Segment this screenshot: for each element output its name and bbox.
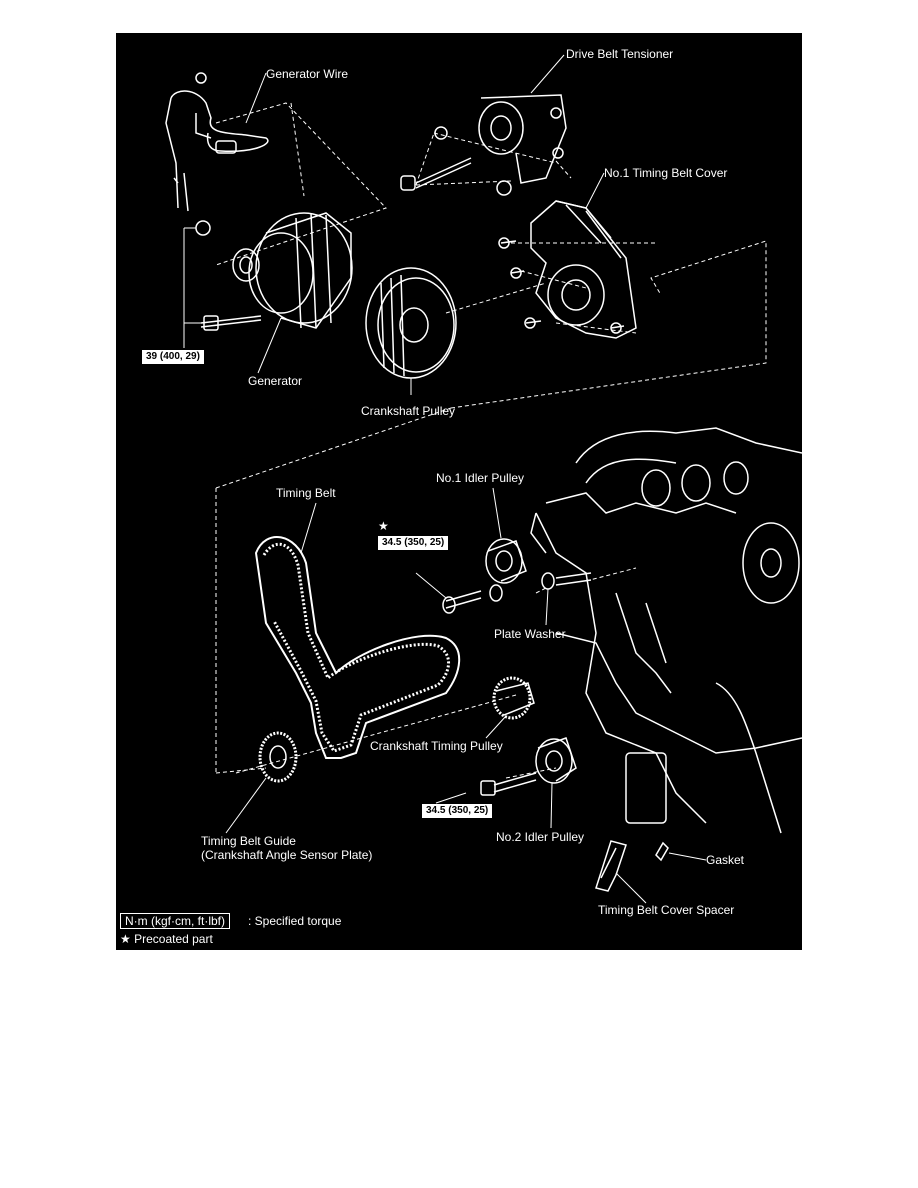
exploded-view-drawing <box>165 54 802 904</box>
torque-idler2-bolt: 34.5 (350, 25) <box>422 804 493 818</box>
generator-drawing <box>195 212 353 331</box>
label-no1-idler-pulley: No.1 Idler Pulley <box>436 471 525 485</box>
generator-wire-drawing <box>165 72 269 212</box>
label-generator-wire: Generator Wire <box>266 67 349 81</box>
legend-unit-text: : Specified torque <box>248 914 342 928</box>
crankshaft-timing-pulley-drawing <box>492 676 535 720</box>
label-timing-belt-guide-sub: (Crankshaft Angle Sensor Plate) <box>201 848 373 862</box>
legend-unit-box: N·m (kgf·cm, ft·lbf) <box>120 913 230 929</box>
no1-idler-pulley-drawing <box>442 538 592 614</box>
label-drive-belt-tensioner: Drive Belt Tensioner <box>566 47 674 61</box>
no1-timing-belt-cover-drawing <box>498 200 637 339</box>
gasket-drawing <box>655 841 669 862</box>
legend-precoated: ★ Precoated part <box>120 932 213 946</box>
label-generator: Generator <box>248 374 303 388</box>
precoated-star-icon: ★ <box>378 519 389 533</box>
label-no2-idler-pulley: No.2 Idler Pulley <box>496 830 585 844</box>
torque-generator-bolt: 39 (400, 29) <box>142 350 204 364</box>
label-no1-timing-belt-cover: No.1 Timing Belt Cover <box>604 166 728 180</box>
timing-belt-cover-spacer-drawing <box>595 840 627 892</box>
label-gasket: Gasket <box>706 853 745 867</box>
label-crankshaft-pulley: Crankshaft Pulley <box>361 404 456 418</box>
label-crankshaft-timing-pulley: Crankshaft Timing Pulley <box>370 739 503 753</box>
timing-belt-guide-drawing <box>258 731 298 783</box>
torque-idler1-bolt: 34.5 (350, 25) <box>378 536 449 550</box>
leader-lines <box>183 54 707 904</box>
drive-belt-tensioner-drawing <box>400 94 567 196</box>
timing-belt-drawing <box>254 536 461 759</box>
label-timing-belt: Timing Belt <box>276 486 336 500</box>
diagram-panel: Generator Wire Drive Belt Tensioner No.1… <box>116 33 802 950</box>
label-timing-belt-cover-spacer: Timing Belt Cover Spacer <box>598 903 735 917</box>
label-timing-belt-guide: Timing Belt Guide <box>201 834 296 848</box>
dashed-guides <box>215 102 767 779</box>
label-plate-washer: Plate Washer <box>494 627 566 641</box>
engine-block-drawing <box>530 427 802 834</box>
crankshaft-pulley-drawing <box>365 267 457 379</box>
no2-idler-pulley-drawing <box>480 737 577 796</box>
